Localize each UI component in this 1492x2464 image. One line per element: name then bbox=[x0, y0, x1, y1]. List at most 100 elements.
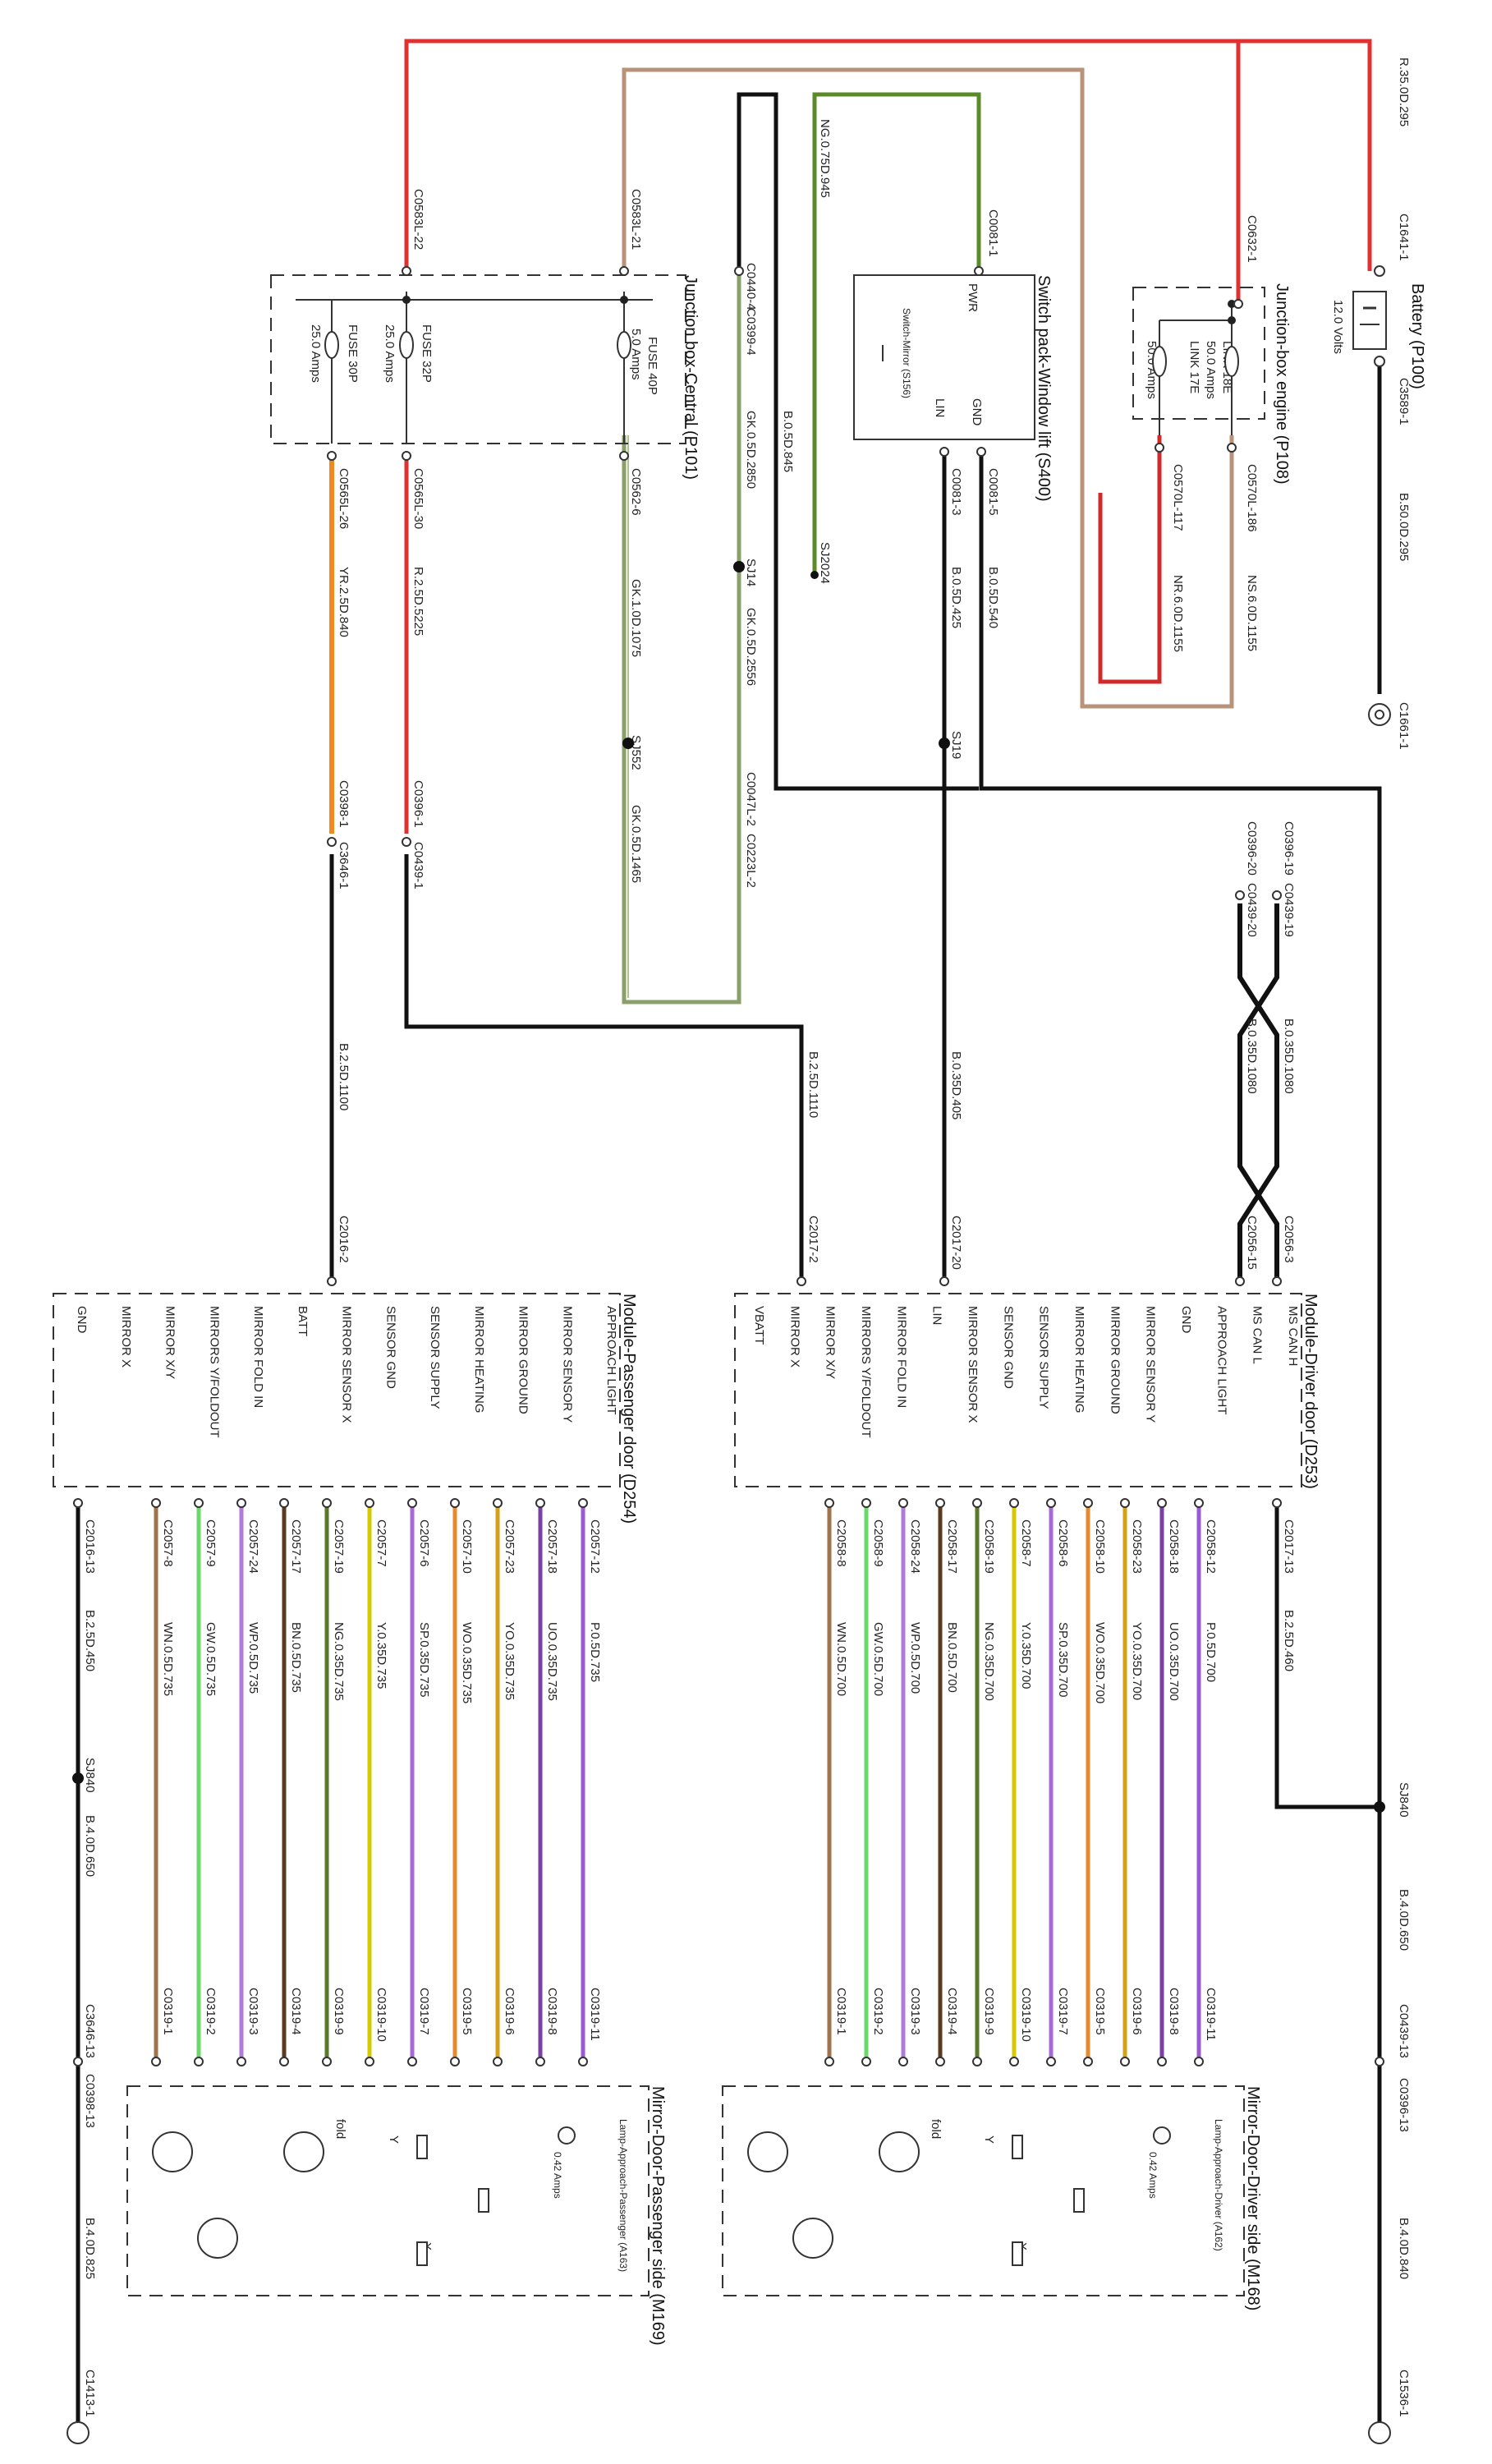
wire-label: SP.0.35D.700 bbox=[1056, 1622, 1070, 1697]
fuse32p-rating: 25.0 Amps bbox=[383, 324, 397, 383]
splice-sj840-right bbox=[1374, 1801, 1385, 1813]
wire-label: WP.0.5D.700 bbox=[908, 1622, 922, 1694]
label: B.2.5D.1110 bbox=[806, 1051, 820, 1118]
connector-label: C2058-17 bbox=[945, 1519, 959, 1574]
wire-label: BN.0.5D.735 bbox=[289, 1622, 303, 1693]
module-pin-label: LIN bbox=[930, 1306, 944, 1325]
wire-label: BN.0.5D.700 bbox=[945, 1622, 959, 1693]
connector-label: C0319-2 bbox=[204, 1988, 218, 2035]
label: B.0.5D.845 bbox=[781, 411, 795, 472]
wire-label: YO.0.35D.700 bbox=[1130, 1622, 1144, 1700]
wire-can-b bbox=[1237, 903, 1279, 1281]
fold-label: fold bbox=[333, 2119, 347, 2139]
bottom-labels: C2017-13 B.2.5D.460 SJ840 B.4.0D.650 C04… bbox=[83, 1519, 1411, 2417]
connector-pin bbox=[151, 1498, 161, 1508]
ground-c1661 bbox=[1368, 703, 1391, 726]
passenger-wires: C2057-12P.0.5D.735C0319-11C2057-18UO.0.3… bbox=[151, 1498, 602, 2066]
module-pin-label: SENSOR GND bbox=[1001, 1306, 1015, 1389]
switch-pack: Switch pack-Window lift (S400) Switch-Mi… bbox=[853, 274, 1053, 502]
label: C0081-3 bbox=[949, 468, 963, 516]
connector-pin bbox=[824, 2057, 834, 2066]
label: NG.0.75D.945 bbox=[818, 119, 832, 198]
jb-engine: Junction-box engine (P108) LINK 18E 50.0… bbox=[1132, 283, 1291, 485]
label: C2016-2 bbox=[337, 1216, 351, 1263]
lamp-driver: Lamp-Approach-Driver (A162) bbox=[1213, 2119, 1224, 2251]
wire-gk-left bbox=[622, 271, 741, 1004]
connector-label: C2058-9 bbox=[871, 1519, 885, 1567]
module-pin-label: MIRROR X/Y bbox=[163, 1306, 177, 1379]
switch-pack-title: Switch pack-Window lift (S400) bbox=[1035, 275, 1053, 502]
module-pin-label: MIRROR X bbox=[787, 1306, 801, 1368]
label: GK.0.5D.2850 bbox=[744, 411, 758, 489]
label: B.4.0D.650 bbox=[83, 1815, 97, 1877]
wire-label: WN.0.5D.700 bbox=[834, 1622, 848, 1696]
connector-pin bbox=[1194, 1498, 1204, 1508]
wire-label: SP.0.35D.735 bbox=[417, 1622, 431, 1697]
connector-pin bbox=[824, 1498, 834, 1508]
wire-label: Y.0.35D.700 bbox=[1019, 1622, 1033, 1689]
module-pin-label: MS CAN H bbox=[1286, 1306, 1300, 1366]
label: B.4.0D.825 bbox=[83, 2218, 97, 2279]
label: C1536-1 bbox=[1397, 2370, 1411, 2417]
connector-pin bbox=[1120, 1498, 1130, 1508]
label: C0440-4 bbox=[744, 263, 758, 310]
connector-pin bbox=[861, 1498, 871, 1508]
fuse40p: FUSE 40P bbox=[645, 337, 659, 395]
connector-pin bbox=[1157, 2057, 1167, 2066]
splices bbox=[622, 561, 950, 749]
connector-pin bbox=[1009, 2057, 1019, 2066]
module-pin-label: SENSOR SUPPLY bbox=[428, 1306, 442, 1409]
label: C0439-13 bbox=[1397, 2004, 1411, 2058]
connector-label: C2058-23 bbox=[1130, 1519, 1144, 1574]
battery-rating: 12.0 Volts bbox=[1331, 300, 1345, 354]
mirror-passenger-title: Mirror-Door-Passenger side (M169) bbox=[649, 2086, 667, 2346]
connector-label: C0319-11 bbox=[588, 1988, 602, 2041]
label: C2017-13 bbox=[1282, 1519, 1296, 1574]
lamp-driver-rating: 0.42 Amps bbox=[1147, 2152, 1159, 2199]
label: C2017-20 bbox=[949, 1216, 963, 1270]
label: B.2.5D.1100 bbox=[337, 1043, 351, 1110]
connector-pin bbox=[194, 2057, 204, 2066]
connector-pin bbox=[1120, 2057, 1130, 2066]
module-pin-label: MIRRORS Y/FOLDOUT bbox=[859, 1306, 873, 1438]
label: B.0.35D.405 bbox=[949, 1051, 963, 1119]
module-pin-label: BATT bbox=[296, 1306, 310, 1336]
wire-label: UO.0.35D.700 bbox=[1167, 1622, 1181, 1701]
connector-pin bbox=[236, 1498, 246, 1508]
connector-pin bbox=[236, 2057, 246, 2066]
connector-pin bbox=[365, 2057, 374, 2066]
connector-label: C0319-7 bbox=[417, 1988, 431, 2035]
module-driver-door: Module-Driver door (D253) MS CAN HMS CAN… bbox=[734, 1293, 1320, 1489]
module-pin-label: VBATT bbox=[752, 1306, 766, 1345]
wire-green-ng bbox=[812, 92, 981, 575]
label: C0565L-30 bbox=[411, 468, 425, 529]
module-pin-label: MIRROR SENSOR X bbox=[340, 1306, 354, 1423]
connector-pin bbox=[1009, 1498, 1019, 1508]
label: C0396-19 bbox=[1282, 821, 1296, 876]
connector-label: C0319-4 bbox=[289, 1988, 303, 2035]
module-pin-label: MIRROR X/Y bbox=[824, 1306, 838, 1379]
jb-engine-title: Junction-box engine (P108) bbox=[1273, 283, 1291, 485]
connector-label: C2058-8 bbox=[834, 1519, 848, 1567]
label: C1641-1 bbox=[1397, 214, 1411, 261]
connector-label: C2057-17 bbox=[289, 1519, 303, 1574]
module-pin-label: GND bbox=[1179, 1306, 1193, 1334]
label: C0439-1 bbox=[411, 842, 425, 890]
connector-pin bbox=[861, 2057, 871, 2066]
module-pin-label: MIRROR FOLD IN bbox=[251, 1306, 265, 1408]
connector-label: C0319-3 bbox=[908, 1988, 922, 2035]
y-label: Y bbox=[387, 2135, 401, 2144]
connector-label: C2058-24 bbox=[908, 1519, 922, 1574]
connector-label: C2057-9 bbox=[204, 1519, 218, 1567]
label: C1413-1 bbox=[83, 2370, 97, 2417]
module-pin-label: MIRROR HEATING bbox=[1072, 1306, 1086, 1414]
module-driver-title: Module-Driver door (D253) bbox=[1301, 1294, 1320, 1489]
connector-pin bbox=[151, 2057, 161, 2066]
wire-label: P.0.5D.735 bbox=[588, 1622, 602, 1682]
connector-pin bbox=[493, 2057, 503, 2066]
wire-label: WO.0.35D.735 bbox=[460, 1622, 474, 1703]
connector-label: C2058-10 bbox=[1093, 1519, 1107, 1574]
label: SJ19 bbox=[949, 731, 963, 759]
label: C0398-1 bbox=[337, 780, 351, 828]
wire-tan bbox=[622, 67, 1234, 709]
